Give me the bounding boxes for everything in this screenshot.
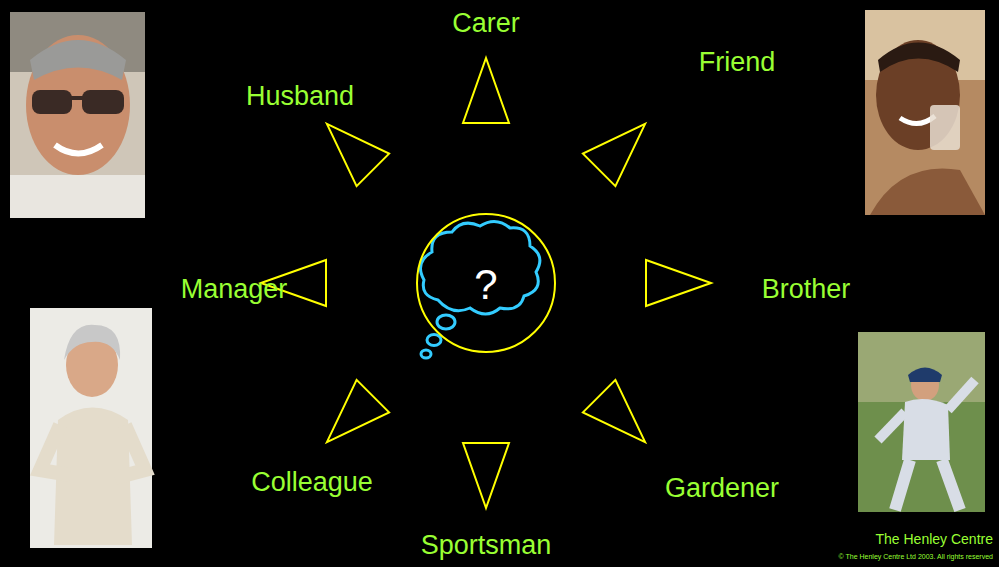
photo-grey-haired-woman [30, 308, 152, 548]
photo-man [10, 12, 145, 218]
question-mark: ? [474, 264, 497, 306]
role-label: Gardener [665, 474, 779, 504]
ray-triangle [463, 443, 509, 508]
source-credit: The Henley Centre [875, 532, 993, 547]
ray-triangle [463, 58, 509, 123]
ray-triangle [583, 380, 645, 442]
role-label: Husband [246, 82, 354, 112]
ray-triangles [261, 58, 711, 508]
role-label: Colleague [251, 468, 373, 498]
ray-triangle [327, 380, 389, 442]
role-label: Friend [699, 48, 776, 78]
photo-woman-drinking [865, 10, 985, 215]
role-label: Carer [452, 9, 520, 39]
copyright-note: © The Henley Centre Ltd 2003. All rights… [839, 553, 993, 561]
ray-triangle [327, 124, 389, 186]
role-label: Sportsman [421, 531, 552, 561]
ray-triangle [583, 124, 645, 186]
center-circle: ? [416, 213, 556, 353]
role-label: Manager [181, 275, 288, 305]
role-label: Brother [762, 275, 851, 305]
thought-cloud [420, 221, 539, 358]
photo-pitcher [858, 332, 985, 512]
ray-triangle [646, 260, 711, 306]
